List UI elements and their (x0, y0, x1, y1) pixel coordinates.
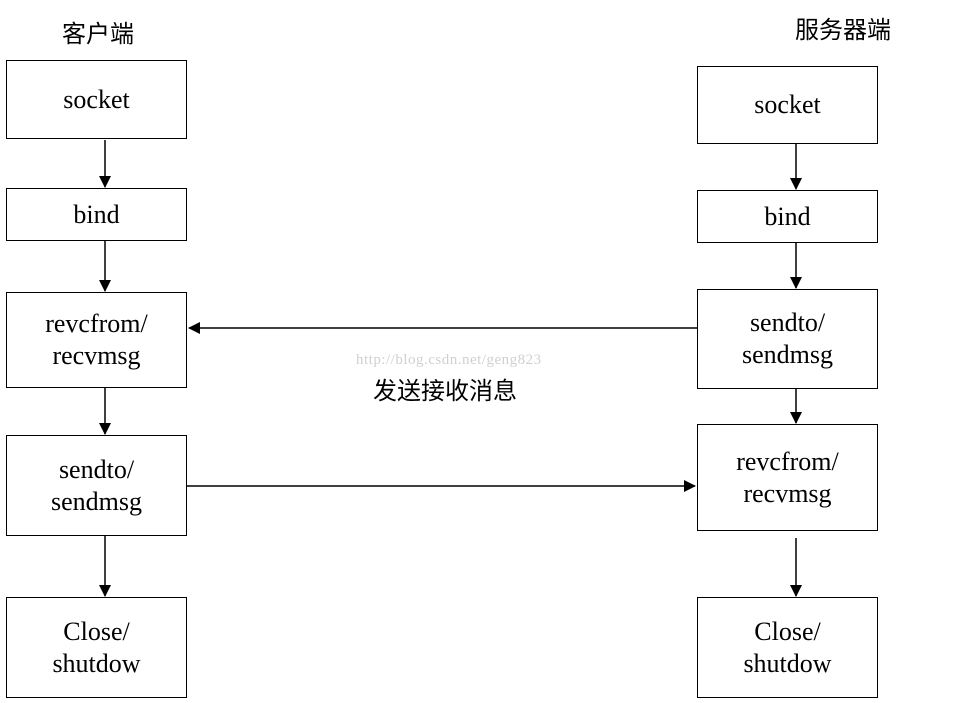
watermark-url: http://blog.csdn.net/geng823 (356, 352, 542, 368)
client-close-label-line2: shutdow (52, 648, 141, 678)
server-close-label-line2: shutdow (743, 648, 832, 678)
message-label: 发送接收消息 (373, 377, 517, 405)
server-send-box: sendto/ sendmsg (697, 289, 878, 389)
server-close-label-line1: Close/ (754, 616, 821, 646)
server-title: 服务器端 (795, 16, 891, 44)
client-close-label-line1: Close/ (63, 616, 130, 646)
client-recv-label-line1: revcfrom/ (45, 309, 148, 338)
client-recv-box: revcfrom/ recvmsg (6, 292, 187, 388)
server-recv-label-line1: revcfrom/ (736, 446, 839, 476)
server-bind-box: bind (697, 190, 878, 243)
client-recv-label-line2: recvmsg (52, 341, 141, 370)
client-title: 客户端 (62, 20, 134, 48)
server-bind-label: bind (764, 201, 811, 231)
client-send-label-line1: sendto/ (58, 454, 135, 484)
client-send-box: sendto/ sendmsg (6, 435, 187, 536)
server-send-label-line1: sendto/ (749, 308, 826, 337)
client-close-box: Close/ shutdow (6, 597, 187, 698)
client-bind-box: bind (6, 188, 187, 241)
server-recv-label-line2: recvmsg (743, 478, 832, 508)
client-socket-box: socket (6, 60, 187, 139)
server-send-label-line2: sendmsg (742, 340, 833, 369)
server-socket-label: socket (754, 90, 821, 119)
client-bind-label: bind (73, 199, 120, 229)
client-send-label-line2: sendmsg (51, 486, 142, 516)
client-socket-label: socket (63, 84, 130, 114)
server-close-box: Close/ shutdow (697, 597, 878, 698)
server-socket-box: socket (697, 66, 878, 144)
server-recv-box: revcfrom/ recvmsg (697, 424, 878, 531)
